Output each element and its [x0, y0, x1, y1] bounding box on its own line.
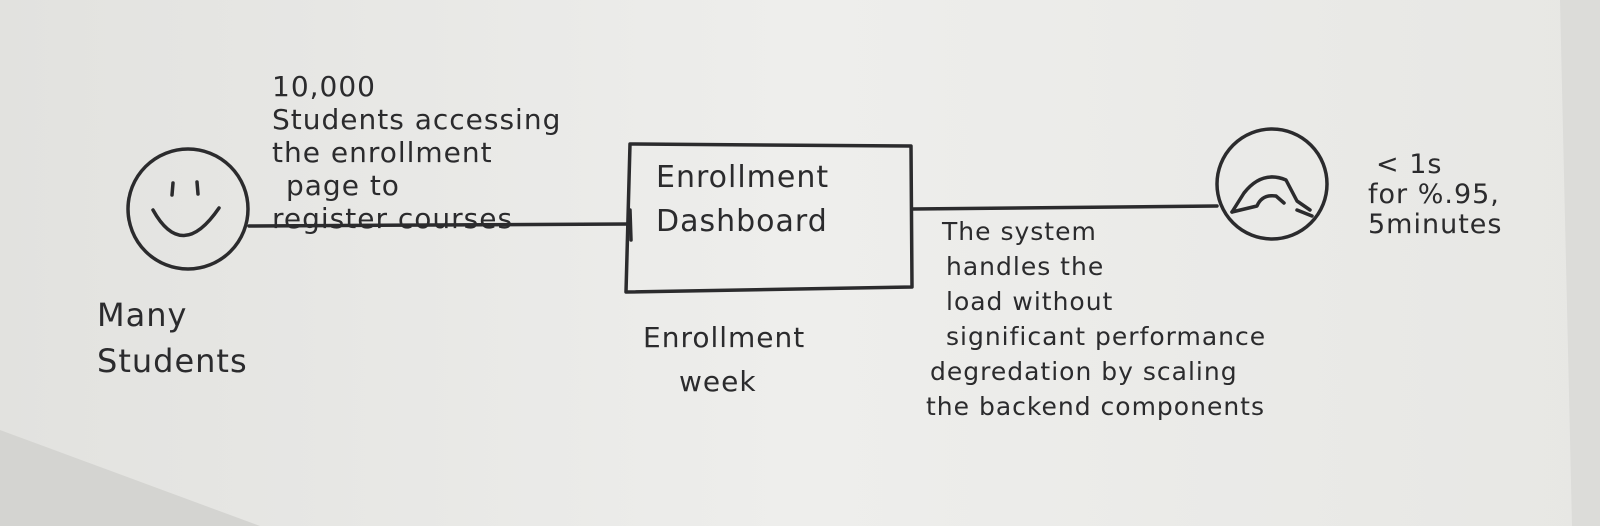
- stimulus-line-students: Students accessing: [272, 103, 562, 136]
- environment-line-enrollment: Enrollment: [643, 321, 806, 354]
- stimulus-line-count: 10,000: [272, 70, 376, 103]
- response-line-3: load without: [946, 287, 1114, 316]
- response-line-2: handles the: [946, 252, 1105, 281]
- paper-right-edge: [1560, 0, 1600, 526]
- response-line-1: The system: [942, 217, 1097, 246]
- stimulus-line-page: page to: [286, 169, 400, 202]
- smiley-face-icon: [126, 147, 250, 271]
- artifact-line-enrollment: Enrollment: [656, 160, 830, 195]
- measure-line-percent: for %.95,: [1368, 179, 1500, 210]
- artifact-label: Enrollment Dashboard: [656, 156, 829, 244]
- actor-line-students: Students: [97, 342, 248, 380]
- response-connector-line: [910, 204, 1219, 211]
- gauge-icon: [1215, 127, 1329, 241]
- paper-edge-shadow: [0, 430, 260, 526]
- stimulus-line-enrollment: the enrollment: [272, 136, 493, 169]
- stimulus-line-register: register courses: [272, 202, 514, 235]
- measure-line-duration: 5minutes: [1368, 209, 1503, 240]
- environment-line-week: week: [679, 365, 757, 398]
- response-line-5: degredation by scaling: [930, 357, 1238, 386]
- connector-arrow-tick: [628, 208, 633, 242]
- artifact-line-dashboard: Dashboard: [656, 204, 828, 239]
- artifact-box: [624, 142, 914, 294]
- response-line-4: significant performance: [946, 322, 1267, 351]
- environment-label: Enrollment week: [643, 316, 805, 404]
- measure-line-time: < 1s: [1376, 149, 1443, 180]
- actor-label: Many Students: [97, 292, 248, 384]
- actor-line-many: Many: [97, 296, 188, 334]
- response-line-6: the backend components: [926, 392, 1265, 421]
- stimulus-connector-line: [247, 222, 632, 228]
- response-text: The system handles the load without sign…: [926, 214, 1266, 424]
- measure-text: < 1s for %.95, 5minutes: [1368, 150, 1502, 240]
- stimulus-text: 10,000 Students accessing the enrollment…: [272, 70, 561, 235]
